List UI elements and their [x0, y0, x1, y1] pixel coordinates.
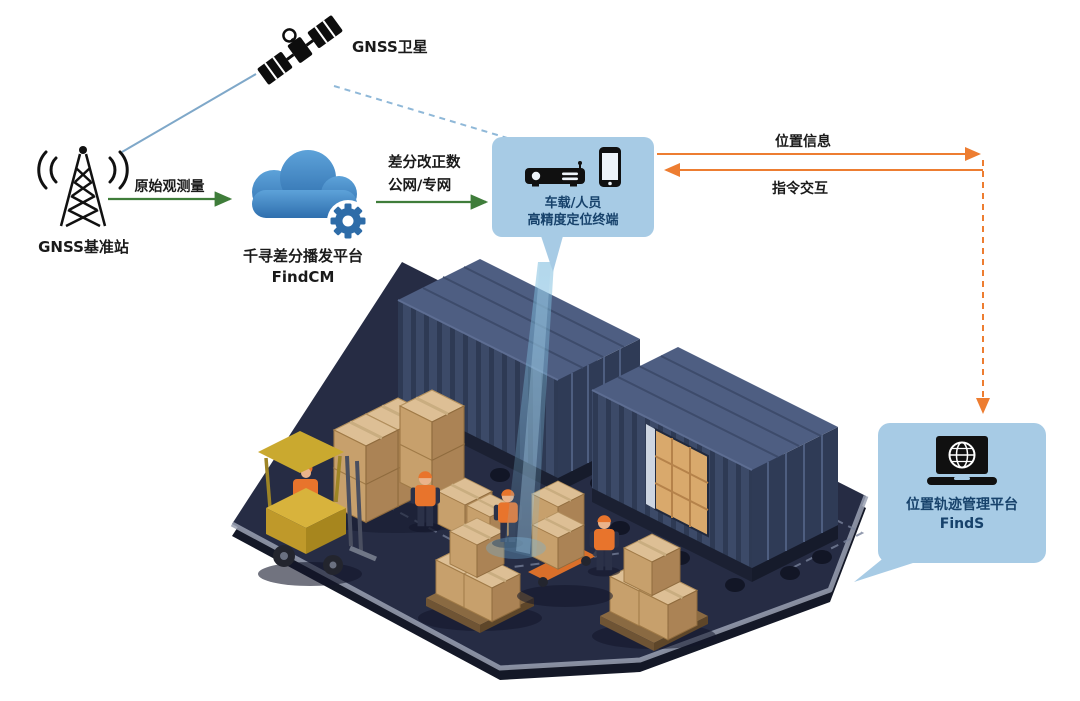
pallet-bottom-center: [418, 516, 542, 633]
laptop-globe-icon: [923, 436, 1001, 496]
gear-icon: [330, 203, 366, 239]
command-interaction-label: 指令交互: [772, 181, 828, 197]
pallet-bottom-right: [592, 532, 716, 651]
link-lines: [108, 73, 990, 414]
forklift-canopy: [258, 431, 344, 473]
management-platform-product: FindS: [939, 516, 985, 532]
terminal-bubble-tail: [541, 236, 563, 272]
terminal-node: 车载/人员 高精度定位终端: [492, 137, 654, 237]
base-station-label: GNSS基准站: [38, 238, 129, 256]
management-platform-node: 位置轨迹管理平台 FindS: [878, 423, 1046, 563]
cloud-platform-product: FindCM: [271, 268, 335, 286]
cloud-platform-label: 千寻差分播发平台 FindCM: [222, 246, 384, 288]
terminal-label-line1: 车载/人员: [544, 196, 602, 211]
pallet-jack: [517, 479, 613, 607]
position-info-label: 位置信息: [775, 134, 831, 150]
correction-label: 差分改正数 公网/专网: [388, 155, 461, 194]
terminal-label-line2: 高精度定位终端: [527, 213, 619, 228]
satellite-label: GNSS卫星: [352, 38, 428, 56]
positioning-beam: [504, 262, 554, 558]
receiver-icon: [524, 160, 588, 192]
forklift: [258, 431, 377, 586]
raw-observation-label: 原始观测量: [134, 179, 205, 195]
satellite-to-station-line: [121, 73, 257, 153]
satellite-to-terminal-line: [333, 85, 515, 141]
cloud-gear-icon: [236, 134, 376, 250]
container-2: [591, 347, 838, 592]
management-platform-name: 位置轨迹管理平台: [906, 497, 1018, 513]
satellite-icon: [252, 8, 348, 96]
smartphone-icon: [598, 146, 622, 192]
cloud-platform-name: 千寻差分播发平台: [242, 247, 363, 265]
radio-tower-icon: [28, 140, 138, 236]
warehouse-scene: [230, 259, 869, 680]
